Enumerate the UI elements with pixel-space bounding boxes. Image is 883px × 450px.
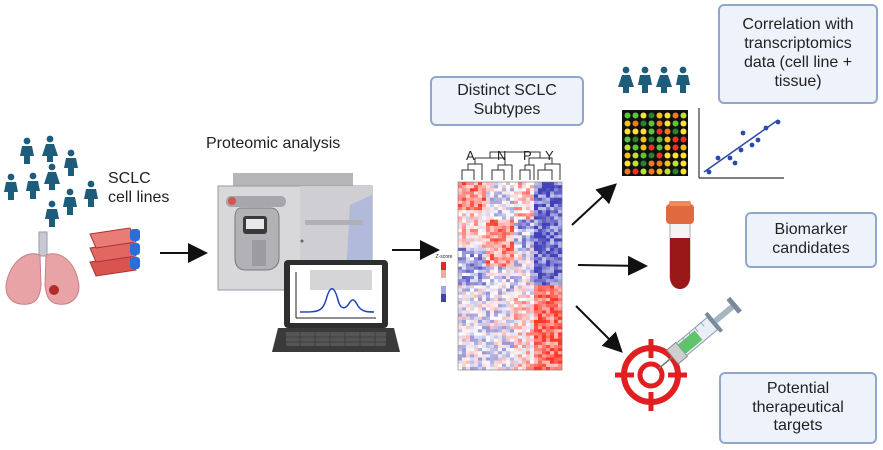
- laptop-icon: [272, 260, 400, 352]
- blood-tube-icon: [666, 201, 694, 289]
- therapeutic-targets-label: Potential therapeutical targets: [752, 379, 844, 435]
- heatmap-dendrogram: [461, 151, 561, 180]
- cohort-people-icon: [618, 66, 690, 93]
- arrow-to-targets: [575, 305, 623, 353]
- arrow-to-correlation: [571, 183, 617, 226]
- correlation-box: Correlation with transcriptomics data (c…: [718, 4, 878, 104]
- distinct-subtypes-label: Distinct SCLC Subtypes: [457, 82, 557, 118]
- microarray-dots: [624, 112, 687, 175]
- cell-culture-flasks-icon: [89, 227, 140, 277]
- correlation-label: Correlation with transcriptomics data (c…: [742, 16, 854, 90]
- heatmap-column-a: A: [466, 148, 475, 163]
- zscore-label: Z-score: [435, 254, 453, 260]
- syringe-icon: [658, 296, 742, 370]
- scatter-plot-icon: [698, 108, 784, 179]
- target-crosshair-icon: [615, 339, 687, 411]
- therapeutic-targets-box: Potential therapeutical targets: [719, 372, 877, 444]
- people-group-icon: [4, 135, 98, 227]
- heatmap-border: [457, 181, 563, 371]
- zscore-color-scale: [440, 262, 447, 302]
- heatmap-column-y: Y: [545, 148, 554, 163]
- microarray-icon: [622, 110, 688, 176]
- biomarker-box: Biomarker candidates: [745, 212, 877, 268]
- lungs-icon: [5, 231, 80, 305]
- biomarker-label: Biomarker candidates: [772, 221, 850, 257]
- proteomic-analysis-label: Proteomic analysis: [206, 135, 341, 152]
- heatmap-column-p: P: [523, 148, 532, 163]
- arrow-to-biomarker: [577, 255, 648, 276]
- heatmap-matrix: [458, 182, 563, 371]
- heatmap-column-n: N: [497, 148, 507, 163]
- sclc-cell-lines-label: SCLC cell lines: [108, 170, 170, 206]
- distinct-subtypes-box: Distinct SCLC Subtypes: [430, 76, 584, 126]
